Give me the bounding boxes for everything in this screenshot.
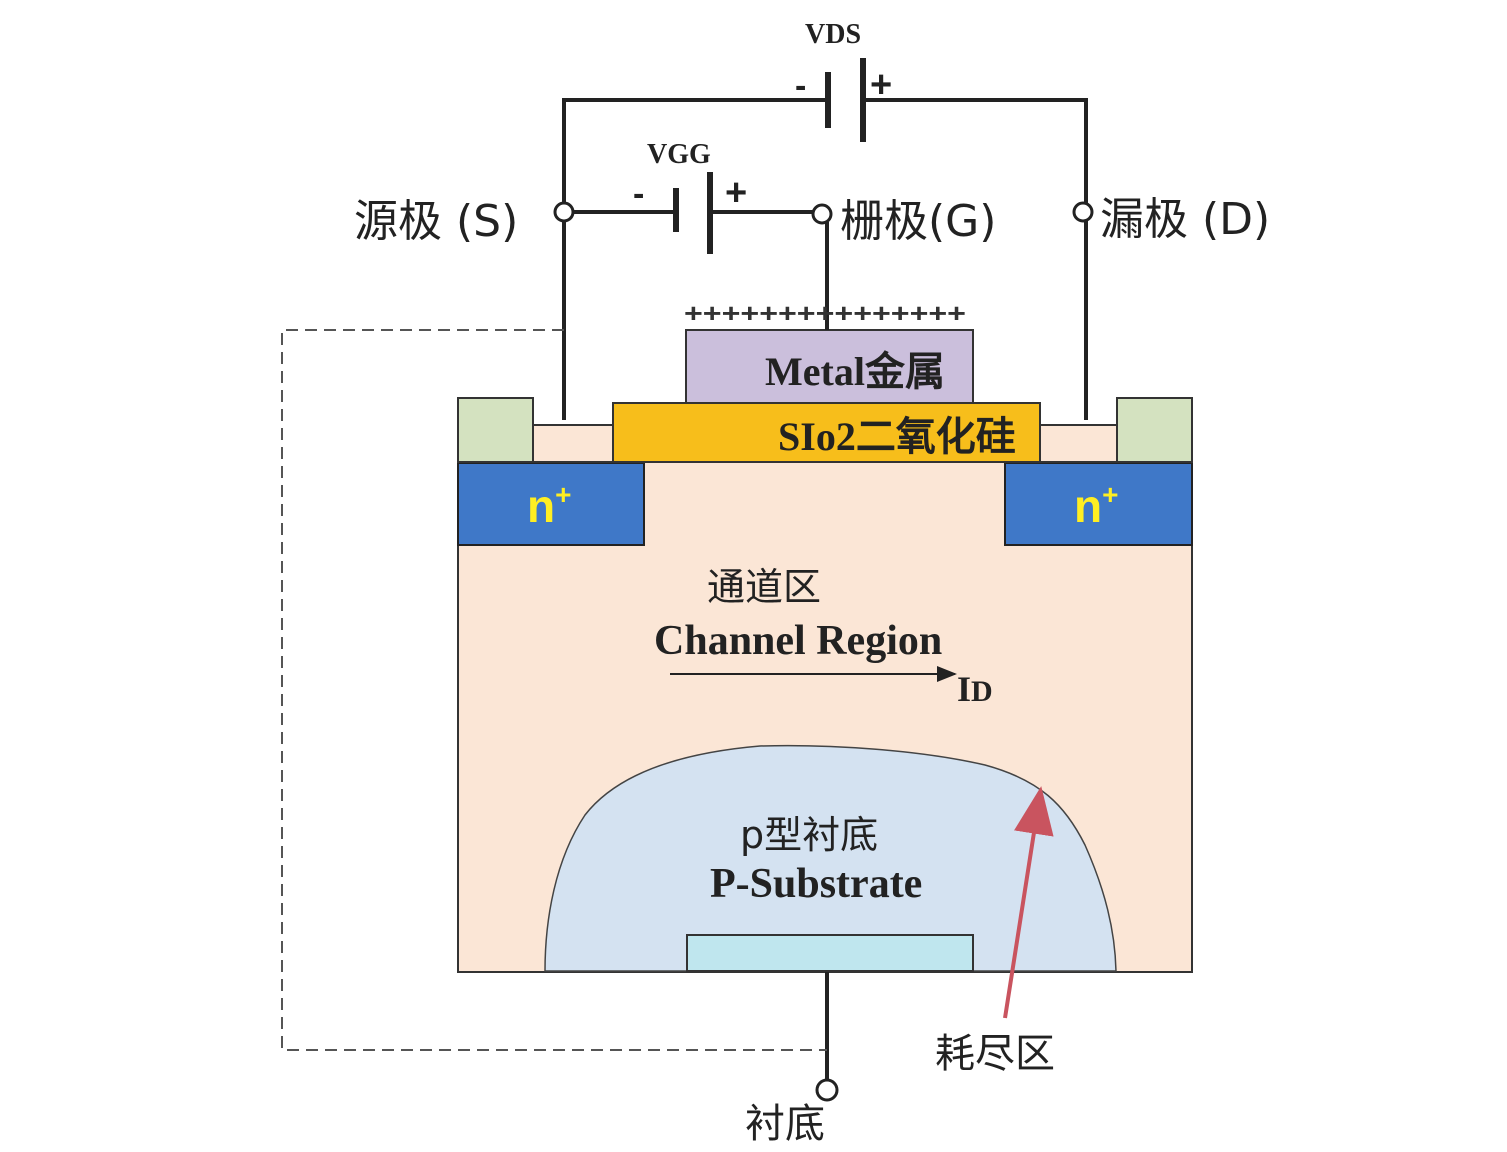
vds-battery	[825, 58, 866, 142]
depletion-pointer-arrow	[1003, 786, 1054, 1019]
vds-minus-sign: -	[795, 67, 806, 105]
vgg-label: VGG	[647, 139, 711, 170]
drain-label: 漏极 (D)	[1100, 194, 1270, 245]
n-plus-drain-region	[1004, 462, 1193, 546]
oxide-layer	[612, 402, 1041, 463]
drain-terminal[interactable]	[1072, 201, 1094, 223]
source-terminal[interactable]	[553, 201, 575, 223]
source-contact-pad	[457, 397, 534, 463]
n-plus-source-label: n+	[527, 479, 571, 532]
vds-label: VDS	[805, 19, 861, 50]
vgg-plus-sign: +	[725, 172, 747, 214]
substrate-en-label: P-Substrate	[710, 861, 922, 907]
circuit-wires	[562, 98, 1088, 1080]
gate-positive-charges: +++++++++++++++	[684, 298, 966, 328]
drain-current-label: ID	[957, 669, 993, 709]
body-terminal[interactable]	[815, 1078, 839, 1102]
body-return-dashed-wire	[281, 329, 827, 1051]
vgg-battery	[673, 172, 713, 254]
gate-label: 栅极(G)	[840, 196, 996, 247]
source-thin-layer	[532, 424, 614, 463]
oxide-label: SIo2二氧化硅	[778, 414, 1016, 459]
metal-gate	[685, 329, 974, 404]
n-plus-source-region	[457, 462, 645, 546]
channel-region-cn-label: 通道区	[707, 565, 821, 609]
depletion-region-label: 耗尽区	[935, 1031, 1055, 1077]
n-plus-drain-label: n+	[1074, 479, 1118, 532]
drain-contact-pad	[1116, 397, 1193, 463]
channel-region-en-label: Channel Region	[654, 618, 942, 664]
vgg-minus-sign: -	[633, 175, 644, 213]
drain-thin-layer	[1039, 424, 1118, 463]
substrate-cn-label: p型衬底	[740, 813, 878, 857]
vds-plus-sign: +	[870, 64, 892, 106]
body-contact-plate	[686, 934, 974, 972]
metal-label: Metal金属	[765, 349, 945, 394]
depletion-region	[544, 744, 1117, 972]
body-terminal-label: 衬底	[745, 1101, 825, 1147]
gate-terminal[interactable]	[811, 203, 833, 225]
source-label: 源极 (S)	[354, 196, 518, 247]
